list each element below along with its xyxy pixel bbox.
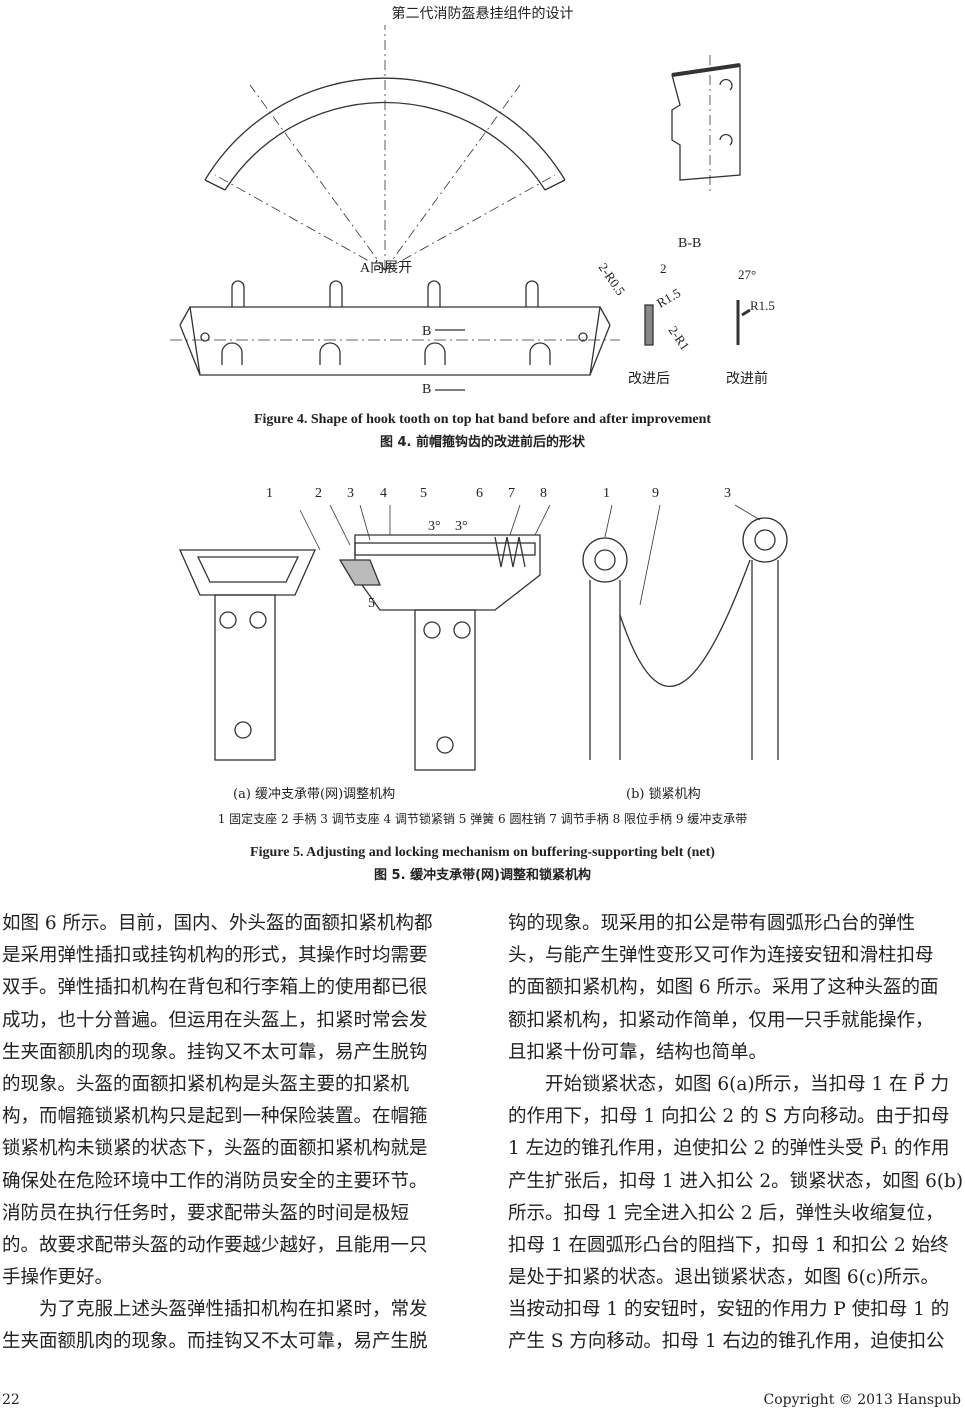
svg-text:2: 2 [315, 486, 322, 501]
figure-5-caption-zh: 图 5. 缓冲支承带(网)调整和锁紧机构 [374, 868, 591, 883]
unfolded-band [189, 306, 601, 376]
text-line: 的现象。头盔的面额扣紧机构是头盔主要的扣紧机 [2, 1073, 410, 1095]
text-line: 扣母 1 在圆弧形凸台的阻挡下，扣母 1 和扣公 2 始终 [508, 1234, 949, 1256]
text-line: 钩的现象。现采用的扣公是带有圆弧形凸台的弹性 [508, 913, 916, 934]
svg-text:3°: 3° [455, 519, 468, 534]
text-line: 的。故要求配带头盔的动作要越少越好，且能用一只 [2, 1234, 428, 1256]
after-label: 改进后 [628, 371, 670, 387]
text-line: 且扣紧十份可靠，结构也简单。 [508, 1041, 768, 1063]
svg-text:1: 1 [266, 486, 273, 501]
svg-text:B: B [422, 382, 431, 397]
buffer-belt [619, 559, 751, 687]
text-line: 如图 6 所示。目前，国内、外头盔的面额扣紧机构都 [2, 913, 433, 934]
page-number: 22 [2, 1392, 20, 1408]
svg-text:1: 1 [603, 486, 610, 501]
text-line: 产生 S 方向移动。扣母 1 右边的锥孔作用，迫使扣公 [508, 1331, 945, 1353]
svg-text:R1.5: R1.5 [654, 285, 683, 310]
hook-teeth [221, 280, 551, 365]
svg-text:2-R0.5: 2-R0.5 [596, 260, 629, 298]
figure-5-caption-en: Figure 5. Adjusting and locking mechanis… [250, 845, 715, 860]
text-line: 构，而帽箍锁紧机构只是起到一种保险装置。在帽箍 [2, 1106, 428, 1128]
svg-text:2-R1: 2-R1 [666, 323, 693, 353]
svg-text:3°: 3° [428, 519, 441, 534]
text-line: 双手。弹性插扣机构在背包和行李箱上的使用都已很 [2, 977, 428, 999]
text-line: 生夹面额肌肉的现象。而挂钩又不太可靠，易产生脱 [2, 1331, 428, 1353]
figure-4-drawing: A向展开 B B B-B 2-R0.5 2 R1.5 2-R1 27° R1.5… [170, 25, 775, 397]
text-line: 锁紧机构未锁紧的状态下，头盔的面额扣紧机构就是 [2, 1138, 428, 1160]
svg-text:9: 9 [652, 486, 659, 501]
side-view [671, 64, 741, 181]
text-line: 是处于扣紧的状态。退出锁紧状态，如图 6(c)所示。 [508, 1267, 939, 1289]
text-line: 确保处在危险环境中工作的消防员安全的主要环节。 [2, 1170, 428, 1192]
subfigure-b-label: (b) 锁紧机构 [626, 787, 701, 802]
svg-text:5: 5 [368, 596, 375, 611]
figure-5-legend: 1 固定支座 2 手柄 3 调节支座 4 调节锁紧销 5 弹簧 6 圆柱销 7 … [217, 812, 748, 826]
svg-text:27°: 27° [738, 267, 756, 282]
before-label: 改进前 [726, 370, 768, 387]
svg-text:3: 3 [347, 486, 354, 501]
svg-text:6: 6 [476, 486, 483, 501]
text-line: 额扣紧机构，扣紧动作简单，仅用一只手就能操作， [508, 1009, 934, 1031]
text-line: 的面额扣紧机构，如图 6 所示。采用了这种头盔的面 [508, 977, 939, 999]
svg-text:3: 3 [724, 486, 731, 501]
text-line: 1 左边的锥孔作用，迫使扣公 2 的弹性头受 P⃗₁ 的作用 [508, 1138, 950, 1160]
text-line: 头，与能产生弹性变形又可作为连接安钮和滑柱扣母 [508, 945, 934, 967]
text-line: 所示。扣母 1 完全进入扣公 2 后，弹性头收缩复位， [508, 1202, 944, 1224]
svg-text:7: 7 [508, 486, 515, 501]
figure-4-caption-zh: 图 4. 前帽箍钩齿的改进前后的形状 [379, 435, 586, 450]
text-line: 消防员在执行任务时，要求配带头盔的时间是极短 [2, 1202, 410, 1224]
text-line: 手操作更好。 [2, 1267, 114, 1289]
text-line: 产生扩张后，扣母 1 进入扣公 2。锁紧状态，如图 6(b) [508, 1170, 964, 1192]
text-line: 生夹面额肌肉的现象。挂钩又不太可靠，易产生脱钩 [2, 1041, 428, 1063]
svg-text:5: 5 [420, 486, 427, 501]
running-header: 第二代消防盔悬挂组件的设计 [391, 6, 574, 22]
body-left-column: 如图 6 所示。目前，国内、外头盔的面额扣紧机构都是采用弹性插扣或挂钩机构的形式… [2, 908, 433, 1359]
text-line: 是采用弹性插扣或挂钩机构的形式，其操作时均需要 [2, 945, 428, 967]
body-right-column: 钩的现象。现采用的扣公是带有圆弧形凸台的弹性头，与能产生弹性变形又可作为连接安钮… [508, 908, 963, 1359]
figure-4-caption-en: Figure 4. Shape of hook tooth on top hat… [253, 412, 712, 427]
subfigure-a-label: (a) 缓冲支承带(网)调整机构 [233, 787, 396, 802]
text-line: 成功，也十分普遍。但运用在头盔上，扣紧时常会发 [2, 1009, 428, 1031]
figure-5-drawing: 1 2 3 4 5 6 7 8 1 9 3 3° 3° 5 [178, 486, 788, 771]
svg-text:B-B: B-B [678, 236, 701, 251]
svg-text:4: 4 [380, 486, 387, 501]
text-line: 开始锁紧状态，如图 6(a)所示，当扣母 1 在 P⃗ 力 [508, 1073, 950, 1095]
copyright: Copyright © 2013 Hanspub [763, 1392, 961, 1408]
text-line: 当按动扣母 1 的安钮时，安钮的作用力 P 使扣母 1 的 [508, 1299, 950, 1321]
svg-text:B: B [422, 324, 431, 339]
view-a-label: A向展开 [360, 260, 412, 276]
svg-text:8: 8 [540, 486, 547, 501]
svg-text:R1.5: R1.5 [750, 298, 775, 313]
text-line: 为了克服上述头盔弹性插扣机构在扣紧时，常发 [2, 1299, 428, 1321]
hat-band-arc-outer [204, 77, 566, 181]
text-line: 的作用下，扣母 1 向扣公 2 的 S 方向移动。由于扣母 [508, 1106, 950, 1128]
svg-text:2: 2 [660, 261, 667, 276]
